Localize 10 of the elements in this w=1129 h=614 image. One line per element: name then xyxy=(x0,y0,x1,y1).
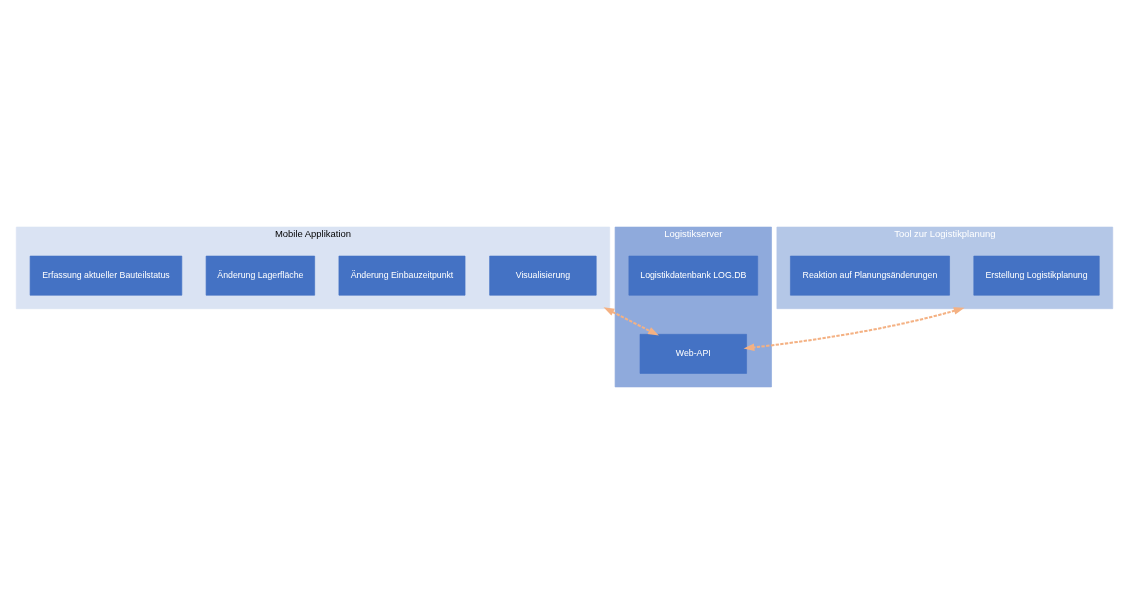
node-box: Visualisierung xyxy=(489,255,597,296)
node-box: Änderung Lagerfläche xyxy=(205,255,315,296)
node-box: Erstellung Logistikplanung xyxy=(973,255,1100,296)
arrow xyxy=(603,307,659,336)
arrow xyxy=(743,307,965,352)
node-box: Reaktion auf Planungsänderungen xyxy=(790,255,950,296)
node-box: Änderung Einbauzeitpunkt xyxy=(338,255,466,296)
node-box: Web-API xyxy=(639,333,747,374)
node-box: Erfassung aktueller Bauteilstatus xyxy=(29,255,183,296)
node-box: Logistikdatenbank LOG.DB xyxy=(628,255,759,296)
